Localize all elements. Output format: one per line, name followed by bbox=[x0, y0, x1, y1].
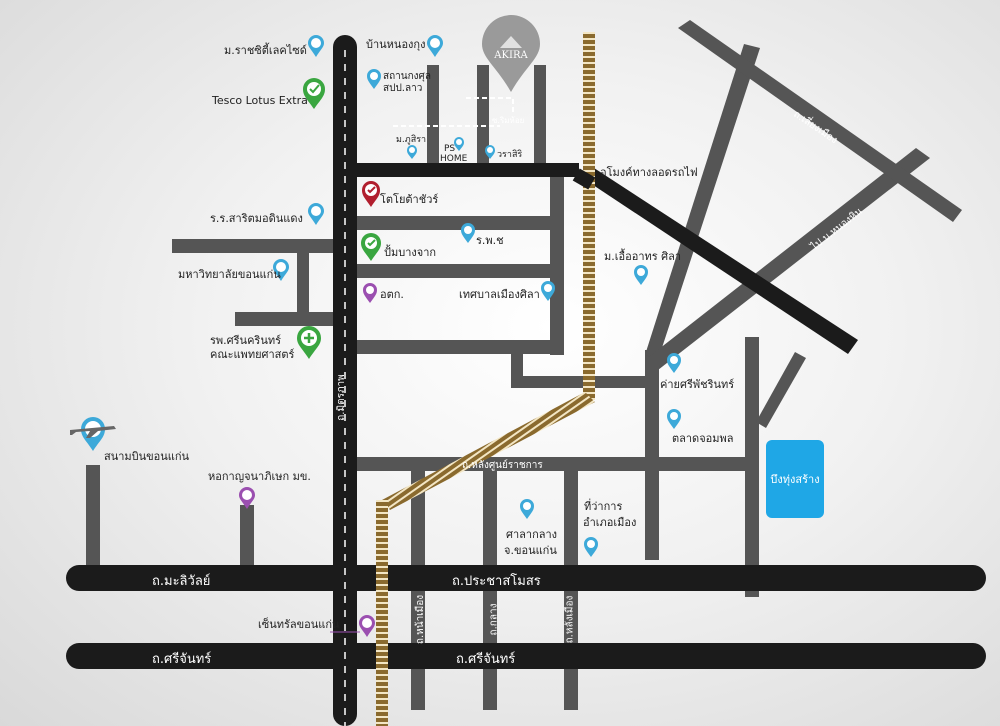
label-phusira: ม.ภูสิรา bbox=[396, 135, 427, 145]
pin-ban-nong-kung[interactable] bbox=[426, 34, 444, 62]
leader-line bbox=[330, 631, 360, 633]
akira-logo-pin[interactable]: AKIRA bbox=[478, 14, 544, 94]
railway bbox=[376, 32, 596, 726]
lake-bueng-thung-sang[interactable]: บึงทุ่งสร้าง bbox=[766, 440, 824, 518]
label-camp-sri-patcharin: ค่ายศรีพัชรินทร์ bbox=[660, 378, 735, 391]
home-pin-icon bbox=[273, 259, 289, 281]
shop-pin-icon bbox=[363, 283, 377, 303]
pin-art-gallery[interactable] bbox=[238, 486, 256, 514]
pin-gas-station[interactable] bbox=[360, 232, 382, 266]
road-label-klang: ถ.กลาง bbox=[488, 603, 500, 636]
logo-text: AKIRA bbox=[494, 50, 528, 61]
pin-ottk[interactable] bbox=[362, 282, 378, 308]
pin-hospital-pwc[interactable] bbox=[460, 222, 476, 248]
road-label-lang-muang: ถ.หลังเมือง bbox=[564, 595, 576, 644]
label-central: เซ็นทรัลขอนแก่น bbox=[258, 618, 340, 631]
label-ratchasiri: ม.ราชซิตี้เลคไซด์ bbox=[224, 44, 307, 57]
school-pin-icon bbox=[308, 203, 324, 225]
pin-tesco[interactable] bbox=[302, 78, 326, 114]
check-pin-icon bbox=[362, 181, 380, 207]
label-warasiri: วราสิริ bbox=[497, 150, 523, 160]
label-district-office-2: อำเภอเมือง bbox=[583, 516, 637, 529]
road-label-mittraphap: ถ.มิตรภาพ bbox=[335, 374, 347, 421]
main-roads bbox=[66, 35, 986, 726]
location-pin-icon bbox=[667, 409, 681, 429]
label-district-office-1: ที่ว่าการ bbox=[584, 500, 623, 513]
location-pin-icon bbox=[520, 499, 534, 519]
home-pin-icon bbox=[239, 487, 255, 509]
pin-sarit-school[interactable] bbox=[307, 202, 325, 230]
label-toyota: โตโยต้าชัวร์ bbox=[380, 193, 439, 206]
label-srinagarind-2: คณะแพทยศาสตร์ bbox=[210, 348, 295, 361]
label-airport: สนามบินขอนแก่น bbox=[104, 450, 190, 463]
label-provincial-hall-1: ศาลากลาง bbox=[506, 528, 558, 541]
label-uea-arthon: ม.เอื้ออาทร ศิลา bbox=[604, 250, 682, 263]
pin-sila-municipality[interactable] bbox=[540, 280, 556, 306]
label-tesco: Tesco Lotus Extra bbox=[212, 94, 308, 107]
label-ottk: อตก. bbox=[380, 288, 404, 301]
label-hospital-pwc: ร.พ.ช bbox=[476, 234, 504, 247]
pin-ps-home[interactable] bbox=[453, 136, 465, 156]
road-label-na-muang: ถ.หน้าเมือง bbox=[415, 594, 427, 645]
label-overpass: อุโมงค์ทางลอดรถไฟ bbox=[600, 166, 698, 179]
label-khon-kaen-univ: มหาวิทยาลัยขอนแก่น bbox=[178, 268, 281, 281]
road-label-srichan-left: ถ.ศรีจันทร์ bbox=[152, 652, 212, 667]
pin-toyota[interactable] bbox=[361, 180, 381, 212]
pin-srinagarind[interactable] bbox=[296, 326, 322, 364]
airplane-icon bbox=[70, 426, 116, 438]
map-pin-icon bbox=[482, 15, 540, 92]
road-label-mali-wan: ถ.มะลิวัลย์ bbox=[152, 574, 211, 589]
pin-phusira[interactable] bbox=[406, 144, 418, 164]
location-pin-icon bbox=[485, 145, 495, 159]
pin-provincial-hall[interactable] bbox=[519, 498, 535, 524]
location-pin-icon bbox=[584, 537, 598, 557]
label-ban-nong-kung: บ้านหนองกุง bbox=[366, 38, 426, 51]
label-gas-station: ปั้มบางจาก bbox=[384, 246, 437, 259]
label-sila-municipality: เทศบาลเมืองศิลา bbox=[459, 288, 540, 301]
label-srinagarind-1: รพ.ศรีนครินทร์ bbox=[210, 334, 282, 347]
medical-cross-pin-icon bbox=[297, 326, 321, 359]
label-jompol-market: ตลาดจอมพล bbox=[672, 432, 734, 445]
location-pin-icon bbox=[541, 281, 555, 301]
pin-uea-arthon[interactable] bbox=[633, 264, 649, 290]
pin-lao-consulate[interactable] bbox=[366, 68, 382, 94]
home-pin-icon bbox=[308, 35, 324, 57]
shop-pin-icon bbox=[359, 615, 375, 637]
label-lao-consulate-1: สถานกงศุล bbox=[383, 71, 432, 82]
road-label-rin-hoi: ซ.ริมห้อย bbox=[492, 116, 525, 125]
location-pin-icon bbox=[667, 353, 681, 373]
pin-ratchasiri[interactable] bbox=[307, 34, 325, 62]
label-lake: บึงทุ่งสร้าง bbox=[770, 473, 820, 486]
pin-jompol-market[interactable] bbox=[666, 408, 682, 434]
hospital-pin-icon bbox=[461, 223, 475, 243]
home-pin-icon bbox=[427, 35, 443, 57]
road-label-srichan-right: ถ.ศรีจันทร์ bbox=[456, 652, 516, 667]
pin-camp-sri-patcharin[interactable] bbox=[666, 352, 682, 378]
pin-khon-kaen-univ[interactable] bbox=[272, 258, 290, 286]
location-pin-icon bbox=[634, 265, 648, 285]
pin-district-office[interactable] bbox=[583, 536, 599, 562]
check-pin-icon bbox=[361, 233, 381, 261]
check-pin-icon bbox=[303, 78, 325, 109]
label-sarit-school: ร.ร.สาริตมอดินแดง bbox=[210, 212, 303, 225]
location-pin-icon bbox=[407, 145, 417, 159]
label-provincial-hall-2: จ.ขอนแก่น bbox=[504, 544, 557, 557]
pin-central[interactable] bbox=[358, 614, 376, 642]
road-label-lang-soonrachakan: ถ.หลังศูนย์ราชการ bbox=[462, 460, 543, 471]
location-pin-icon bbox=[367, 69, 381, 89]
label-ps-home-2: HOME bbox=[440, 154, 468, 164]
label-lao-consulate-2: สปป.ลาว bbox=[383, 83, 423, 94]
label-art-gallery: หอกาญจนาภิเษก มข. bbox=[208, 470, 311, 483]
pin-warasiri[interactable] bbox=[484, 144, 496, 164]
label-ps-home-1: PS bbox=[444, 144, 456, 154]
road-label-prachasamosorn: ถ.ประชาสโมสร bbox=[452, 574, 541, 589]
location-pin-icon bbox=[454, 137, 464, 151]
